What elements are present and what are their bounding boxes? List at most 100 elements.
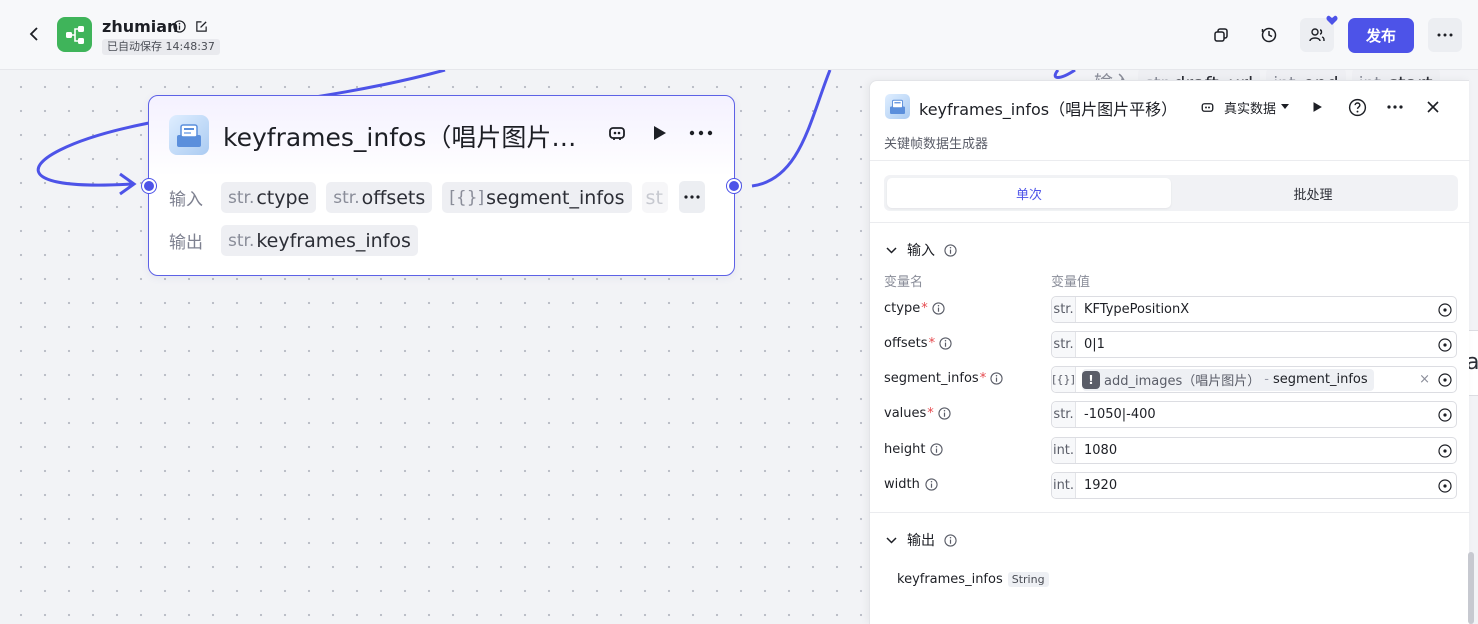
wire-top-right	[1053, 70, 1076, 79]
node-output-tag[interactable]: str.keyframes_infos	[221, 225, 418, 256]
chevron-down-icon[interactable]	[884, 533, 898, 547]
variable-picker-icon[interactable]	[1434, 473, 1456, 498]
panel-more-icon[interactable]	[1384, 96, 1406, 118]
info-icon[interactable]	[171, 18, 187, 34]
info-icon[interactable]	[932, 302, 945, 315]
top-header: zhumian 已自动保存 14:48:37 发布	[0, 0, 1478, 70]
panel-run-icon[interactable]	[1306, 96, 1328, 118]
node-run-icon[interactable]	[646, 120, 672, 146]
type-badge: [{}]	[1052, 367, 1076, 392]
param-label: segment_infos*	[884, 371, 1003, 386]
info-icon[interactable]	[925, 478, 938, 491]
node-test-panel: keyframes_infos（唱片图片平移） 真实数据 关键帧数据生成器 单次…	[869, 80, 1470, 624]
variable-reference-chip[interactable]: ! add_images（唱片图片） - segment_infos	[1082, 368, 1374, 391]
divider	[870, 160, 1470, 161]
variable-picker-icon[interactable]	[1434, 297, 1456, 322]
output-variable-row: keyframes_infos String	[897, 572, 1049, 587]
wire-out-node	[751, 70, 832, 188]
param-row-height: height int. 1080	[870, 437, 1470, 465]
variable-picker-icon[interactable]	[1434, 332, 1456, 357]
copy-button[interactable]	[1204, 18, 1238, 52]
width-input[interactable]: int. 1920	[1051, 472, 1457, 499]
param-row-ctype: ctype* str. KFTypePositionX	[870, 296, 1470, 324]
node-input-port[interactable]	[142, 179, 156, 193]
height-input[interactable]: int. 1080	[1051, 437, 1457, 464]
back-button[interactable]	[24, 24, 44, 44]
info-icon[interactable]	[944, 533, 957, 547]
info-icon[interactable]	[938, 407, 951, 420]
values-input[interactable]: str. -1050|-400	[1051, 401, 1457, 428]
chevron-down-icon[interactable]	[884, 243, 898, 257]
height-value[interactable]: 1080	[1084, 443, 1118, 458]
history-button[interactable]	[1252, 18, 1286, 52]
output-variable-name: keyframes_infos	[897, 572, 1003, 587]
info-icon[interactable]	[930, 443, 944, 456]
header-actions: 发布	[1204, 15, 1462, 53]
header-more-button[interactable]	[1428, 18, 1462, 52]
offsets-input[interactable]: str. 0|1	[1051, 331, 1457, 358]
autosave-status: 已自动保存 14:48:37	[102, 39, 220, 55]
data-mode-value: 真实数据	[1224, 101, 1277, 117]
info-icon[interactable]	[944, 243, 957, 257]
node-input-tag-ctype[interactable]: str.ctype	[221, 182, 317, 213]
input-section-header[interactable]: 输入	[884, 240, 957, 260]
node-input-label: 输入	[169, 190, 203, 210]
publish-button[interactable]: 发布	[1348, 17, 1414, 53]
tab-batch[interactable]: 批处理	[1293, 187, 1333, 203]
divider	[870, 222, 1470, 223]
param-row-segment-infos: segment_infos* [{}] ! add_images（唱片图片） -…	[870, 366, 1470, 394]
node-inputs-more-button[interactable]	[679, 181, 705, 213]
panel-scrollbar[interactable]	[1468, 552, 1474, 624]
info-icon[interactable]	[990, 372, 1003, 385]
param-label: ctype*	[884, 301, 945, 316]
tab-single[interactable]: 单次	[887, 178, 1171, 208]
param-row-offsets: offsets* str. 0|1	[870, 331, 1470, 359]
data-mode-select[interactable]: 真实数据	[1224, 98, 1290, 117]
node-input-tag-offsets[interactable]: str.offsets	[326, 182, 433, 213]
panel-toolbar: 真实数据	[1196, 96, 1444, 118]
param-label: offsets*	[884, 336, 952, 351]
node-plugin-icon	[169, 115, 209, 155]
param-label: height	[884, 442, 944, 457]
segment-infos-input[interactable]: [{}] ! add_images（唱片图片） - segment_infos …	[1051, 366, 1457, 393]
info-icon[interactable]	[939, 337, 952, 350]
type-badge: str.	[1052, 402, 1076, 427]
node-output-row: 输出 str.keyframes_infos	[169, 225, 418, 256]
offsets-value[interactable]: 0|1	[1084, 337, 1105, 352]
collaborators-button[interactable]	[1300, 15, 1338, 52]
type-badge: int.	[1052, 473, 1076, 498]
variable-picker-icon[interactable]	[1434, 402, 1456, 427]
clear-reference-button[interactable]: ×	[1419, 372, 1430, 387]
workflow-node-keyframes[interactable]: keyframes_infos（唱片图片平移） 输入 str.ctype str…	[148, 95, 735, 276]
panel-subtitle: 关键帧数据生成器	[884, 137, 989, 152]
node-more-icon[interactable]	[688, 120, 714, 146]
wire-arrow	[119, 172, 137, 196]
edit-icon[interactable]	[193, 18, 209, 34]
node-actions	[604, 120, 714, 146]
close-icon[interactable]	[1422, 96, 1444, 118]
node-output-port[interactable]	[727, 179, 741, 193]
width-value[interactable]: 1920	[1084, 478, 1118, 493]
ref-node-name: add_images（唱片图片）	[1104, 374, 1261, 389]
help-icon[interactable]	[1346, 96, 1368, 118]
output-section-header[interactable]: 输出	[884, 530, 957, 550]
heart-badge-icon	[1326, 15, 1338, 25]
variable-picker-icon[interactable]	[1434, 438, 1456, 463]
caret-down-icon	[1281, 104, 1290, 109]
param-label: values*	[884, 406, 951, 421]
variable-picker-icon[interactable]	[1434, 367, 1456, 392]
panel-title: keyframes_infos（唱片图片平移）	[919, 100, 1178, 119]
node-input-tag-segment-infos[interactable]: [{}]segment_infos	[442, 182, 632, 213]
panel-debug-icon[interactable]	[1196, 96, 1218, 118]
ctype-value[interactable]: KFTypePositionX	[1084, 302, 1190, 317]
app-title: zhumian	[102, 17, 179, 36]
node-title[interactable]: keyframes_infos（唱片图片平移）	[223, 123, 593, 152]
output-type-badge: String	[1007, 572, 1049, 587]
input-section-title: 输入	[907, 243, 935, 259]
panel-plugin-icon	[885, 94, 910, 119]
values-value[interactable]: -1050|-400	[1084, 407, 1156, 422]
node-debug-icon[interactable]	[604, 120, 630, 146]
workflow-logo-icon	[57, 17, 92, 52]
ctype-input[interactable]: str. KFTypePositionX	[1051, 296, 1457, 323]
column-header-name: 变量名	[884, 275, 924, 290]
